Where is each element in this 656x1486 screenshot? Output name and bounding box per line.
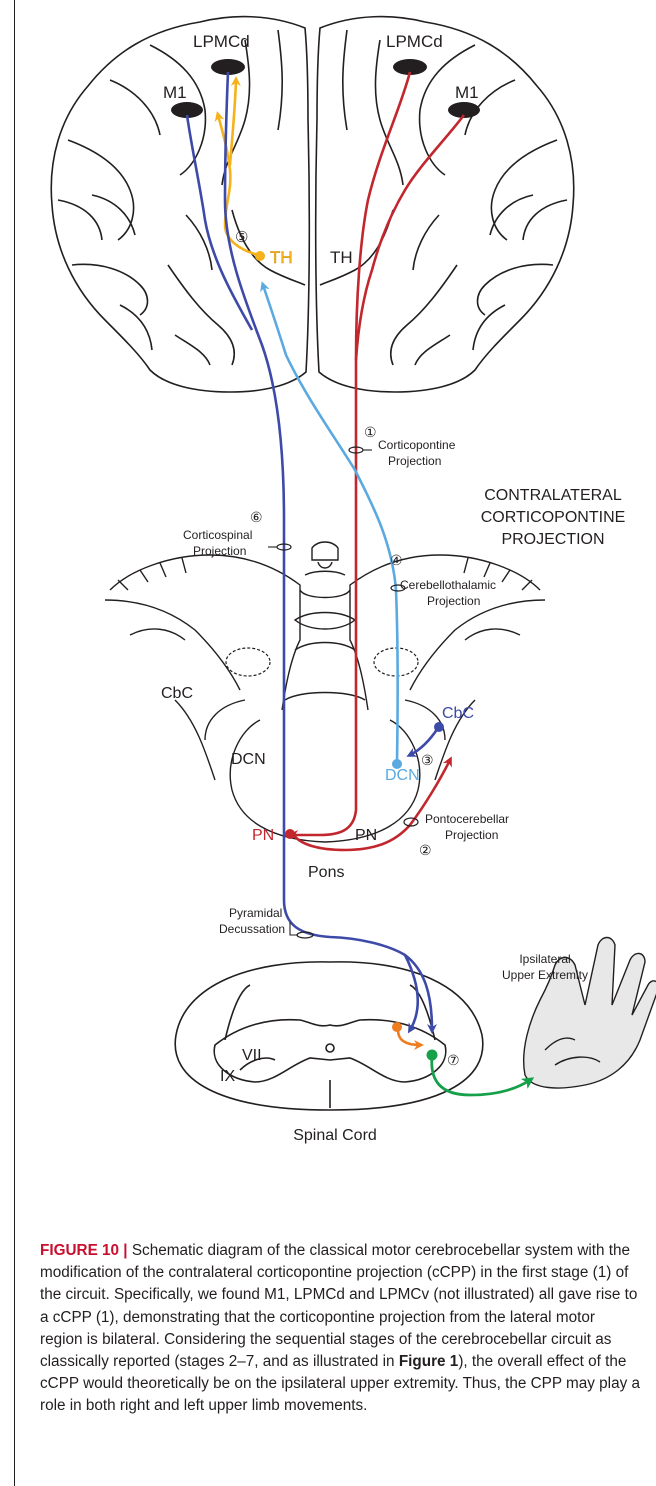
brain-left-hemisphere <box>51 17 309 392</box>
label-dcn-left: DCN <box>231 751 266 768</box>
caption-text-1: Schematic diagram of the classical motor… <box>40 1242 637 1370</box>
spinal-cord-section <box>175 962 483 1110</box>
motor-neuron-dot <box>427 1050 438 1061</box>
label-pontocerebellar-1: Pontocerebellar <box>425 812 509 826</box>
label-stage1: ① <box>364 424 377 440</box>
th-left-dot <box>255 251 265 261</box>
label-corticospinal-1: Corticospinal <box>183 528 252 542</box>
label-pyramidal-1: Pyramidal <box>229 906 282 920</box>
label-lpmcd-right: LPMCd <box>386 32 443 51</box>
label-m1-right: M1 <box>455 83 479 102</box>
label-vii: VII <box>242 1047 262 1064</box>
interneuron-path <box>398 1030 420 1045</box>
pn-left-dot <box>285 829 295 839</box>
label-m1-left: M1 <box>163 83 187 102</box>
label-contralateral-3: PROJECTION <box>501 531 604 548</box>
label-cerebellothalamic-2: Projection <box>427 594 480 608</box>
label-stage3: ③ <box>421 752 434 768</box>
label-stage5: ⑤ <box>235 229 248 246</box>
label-corticopontine-2: Projection <box>388 454 441 468</box>
diagram: LPMCd LPMCd M1 M1 ⑤ TH TH ① Corticoponti… <box>15 0 656 1230</box>
label-stage2: ② <box>419 842 432 858</box>
figure-caption: FIGURE 10 | Schematic diagram of the cla… <box>40 1240 640 1418</box>
label-th-left: TH <box>270 248 293 267</box>
label-contralateral-2: CORTICOPONTINE <box>481 509 626 526</box>
cbc-right-dot <box>434 722 444 732</box>
caption-figure-ref[interactable]: Figure 1 <box>399 1353 459 1370</box>
label-lpmcd-left: LPMCd <box>193 32 250 51</box>
label-th-right: TH <box>330 248 353 267</box>
label-cbc-left: CbC <box>161 685 193 702</box>
label-ix: IX <box>220 1068 235 1085</box>
label-cbc-right: CbC <box>442 705 474 722</box>
label-ipsilateral-1: Ipsilateral <box>519 952 570 966</box>
interneuron-dot <box>392 1022 402 1032</box>
label-dcn-right: DCN <box>385 767 420 784</box>
brain-right-hemisphere <box>316 17 574 392</box>
label-pontocerebellar-2: Projection <box>445 828 498 842</box>
cbc-to-dcn-path <box>410 728 438 755</box>
label-pn-right: PN <box>355 827 377 844</box>
label-stage4: ④ <box>390 552 403 568</box>
corticospinal-m1-path <box>187 115 252 330</box>
label-stage6: ⑥ <box>250 509 263 525</box>
label-ipsilateral-2: Upper Extremity <box>502 968 588 982</box>
label-corticospinal-2: Projection <box>193 544 246 558</box>
caption-figure-label: FIGURE 10 | <box>40 1242 128 1259</box>
dcn-right-outline <box>374 648 418 676</box>
label-pons: Pons <box>308 864 344 881</box>
label-cerebellothalamic-1: Cerebellothalamic <box>400 578 496 592</box>
label-stage7: ⑦ <box>447 1052 460 1068</box>
label-corticopontine-1: Corticopontine <box>378 438 456 452</box>
dcn-left-outline <box>226 648 270 676</box>
corticospinal-path <box>225 72 432 1030</box>
label-pn-left: PN <box>252 827 274 844</box>
label-contralateral-1: CONTRALATERAL <box>484 487 622 504</box>
label-spinal-cord: Spinal Cord <box>293 1127 377 1144</box>
label-pyramidal-2: Decussation <box>219 922 285 936</box>
